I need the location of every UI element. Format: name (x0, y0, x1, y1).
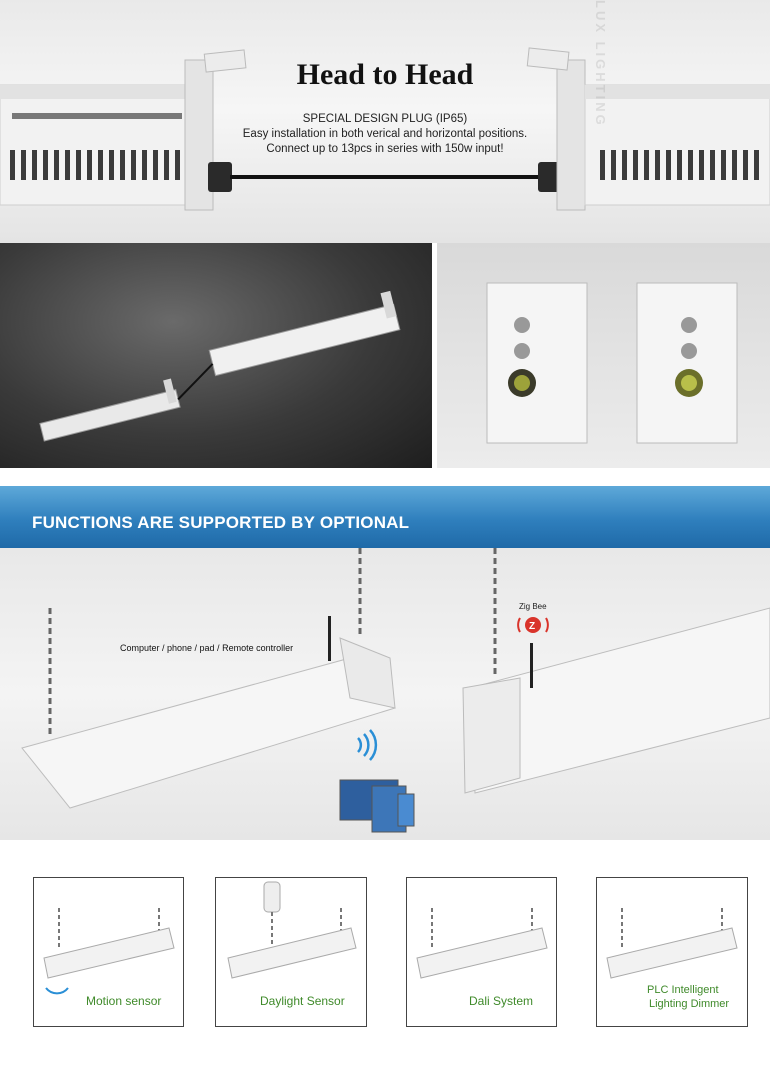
feature-daylight-sensor: Daylight Sensor (215, 877, 367, 1027)
vent-slot (611, 150, 616, 180)
vent-slot (131, 150, 136, 180)
feature-dali-system: Dali System (406, 877, 557, 1027)
connector-closeup-photo (437, 243, 770, 468)
vent-slot (666, 150, 671, 180)
feature-label: Dali System (469, 994, 534, 1008)
product-photos-section (0, 243, 770, 468)
vent-slot (600, 150, 605, 180)
sensor-icon (263, 881, 281, 913)
vent-slot (164, 150, 169, 180)
head-to-head-section: Head to Head SPECIAL DESIGN PLUG (IP65) … (0, 0, 770, 243)
vent-slot (43, 150, 48, 180)
feature-plc-dimmer: PLC Intelligent Lighting Dimmer (596, 877, 748, 1027)
vent-slot (10, 150, 15, 180)
wireless-signal-icon (357, 729, 378, 761)
vent-slot (688, 150, 693, 180)
connected-fixtures-illustration (0, 47, 770, 211)
fixture-thumbnail (606, 908, 738, 979)
vent-slot (633, 150, 638, 180)
devices-icon (339, 779, 415, 833)
feature-label: Motion sensor (86, 994, 162, 1008)
linked-fixtures-photo (0, 243, 432, 468)
vent-slot (644, 150, 649, 180)
watermark: LUX LIGHTING (593, 0, 608, 128)
zigbee-label: Zig Bee (519, 602, 547, 611)
linked-fixtures-illustration (39, 290, 401, 442)
vent-slot (109, 150, 114, 180)
vent-slot (153, 150, 158, 180)
vent-slot (65, 150, 70, 180)
zigbee-icon: Z (517, 617, 549, 633)
connector-closeup-illustration (486, 282, 738, 444)
vent-slot (32, 150, 37, 180)
functions-banner: FUNCTIONS ARE SUPPORTED BY OPTIONAL (0, 486, 770, 548)
vent-slot (721, 150, 726, 180)
vent-slot (622, 150, 627, 180)
vent-slot (142, 150, 147, 180)
motion-signal-icon (45, 987, 69, 995)
vent-slot (120, 150, 125, 180)
series-connection-text: Connect up to 13pcs in series with 150w … (266, 143, 504, 155)
vent-slot (87, 150, 92, 180)
vent-slot (754, 150, 759, 180)
hanging-fixtures-illustration: Z (21, 548, 770, 833)
fixture-thumbnail (416, 908, 548, 979)
vent-slot (677, 150, 682, 180)
vent-slot (732, 150, 737, 180)
fixture-thumbnail (227, 881, 357, 979)
page-title: Head to Head (296, 58, 474, 91)
feature-motion-sensor: Motion sensor (33, 877, 184, 1027)
vent-slot (699, 150, 704, 180)
vent-slot (54, 150, 59, 180)
vent-slot (655, 150, 660, 180)
feature-label-line1: PLC Intelligent (647, 984, 719, 996)
plug-spec-text: SPECIAL DESIGN PLUG (IP65) (302, 113, 468, 125)
vent-slot (175, 150, 180, 180)
installation-text: Easy installation in both verical and ho… (242, 128, 528, 140)
fixture-thumbnail (43, 908, 175, 995)
svg-text:Z: Z (529, 621, 535, 632)
banner-title: FUNCTIONS ARE SUPPORTED BY OPTIONAL (32, 513, 410, 532)
remote-controller-label: Computer / phone / pad / Remote controll… (120, 643, 294, 653)
feature-label-line2: Lighting Dimmer (649, 998, 730, 1010)
feature-label: Daylight Sensor (260, 994, 345, 1008)
vent-slot (743, 150, 748, 180)
smart-control-section: Z Computer / phone / pad / Remote contro… (0, 548, 770, 840)
vent-slot (76, 150, 81, 180)
vent-slot (21, 150, 26, 180)
vent-slot (98, 150, 103, 180)
vent-slot (710, 150, 715, 180)
